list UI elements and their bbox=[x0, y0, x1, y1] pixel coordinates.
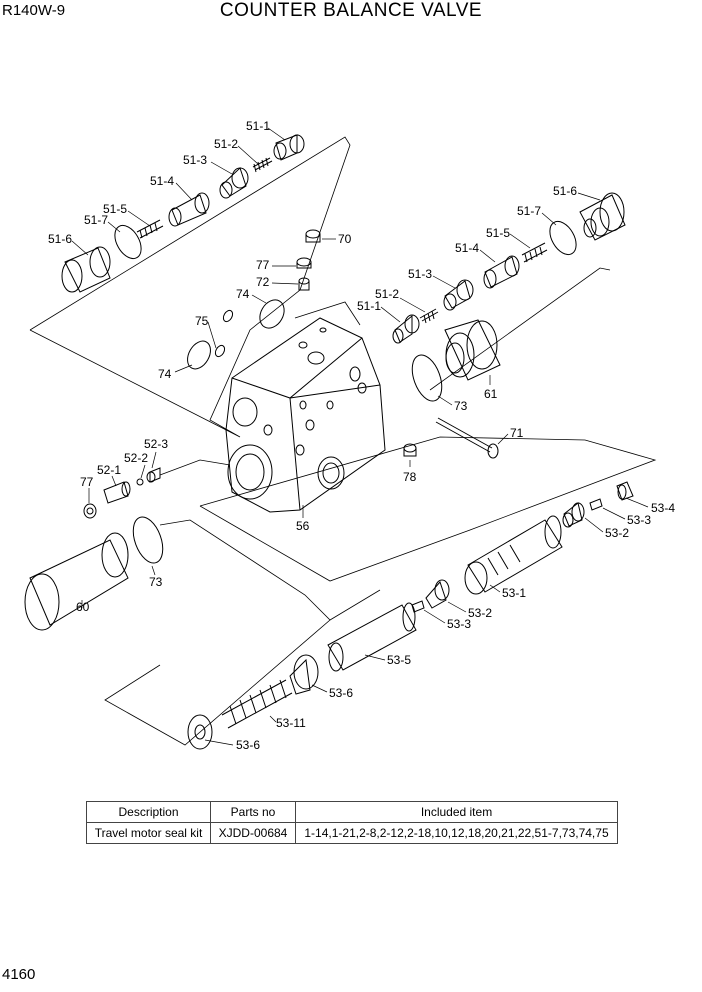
callout-53-2: 53-2 bbox=[605, 526, 629, 540]
callout-71: 71 bbox=[510, 426, 524, 440]
part-51-1-plug bbox=[273, 134, 305, 161]
part-53-11-spring bbox=[221, 679, 293, 729]
part-72-orifice bbox=[298, 277, 310, 291]
callout-51-3-right: 51-3 bbox=[408, 267, 432, 281]
callout-53-6-lower: 53-6 bbox=[236, 738, 260, 752]
part-73-oring-right bbox=[411, 354, 443, 402]
seal-kit-table: Description Parts no Included item Trave… bbox=[86, 801, 618, 844]
part-74-oring-large bbox=[259, 299, 285, 329]
part-53-6-spring-seat bbox=[289, 654, 319, 695]
part-53-2-stopper bbox=[562, 502, 585, 528]
callout-77-left: 77 bbox=[80, 475, 94, 489]
callout-52-3: 52-3 bbox=[144, 437, 168, 451]
callout-51-5-right: 51-5 bbox=[486, 226, 510, 240]
part-51-7-oring bbox=[114, 224, 142, 260]
callout-51-6: 51-6 bbox=[48, 232, 72, 246]
callout-51-5: 51-5 bbox=[103, 202, 127, 216]
part-74-oring-left bbox=[187, 340, 211, 370]
callout-53-4: 53-4 bbox=[651, 501, 675, 515]
part-52-1-seat bbox=[103, 481, 131, 504]
part-78-plug bbox=[403, 443, 417, 457]
callout-51-2-right: 51-2 bbox=[375, 287, 399, 301]
callout-61: 61 bbox=[484, 387, 498, 401]
callout-53-6: 53-6 bbox=[329, 686, 353, 700]
part-51-2-spring bbox=[252, 157, 273, 173]
part-51-6-cap-right bbox=[579, 192, 626, 241]
callout-56: 56 bbox=[296, 519, 310, 533]
callout-60: 60 bbox=[76, 600, 90, 614]
cell-parts-no: XJDD-00684 bbox=[210, 822, 296, 844]
part-51-2-spring-right bbox=[419, 308, 439, 324]
part-53-6-spring-seat-lower bbox=[187, 714, 213, 750]
callout-72: 72 bbox=[256, 275, 270, 289]
callout-78: 78 bbox=[403, 470, 417, 484]
callout-53-11: 53-11 bbox=[276, 716, 306, 730]
cell-description: Travel motor seal kit bbox=[86, 822, 211, 844]
table-row: Travel motor seal kit XJDD-00684 1-14,1-… bbox=[86, 822, 618, 844]
part-53-1-spool bbox=[464, 515, 563, 595]
callout-51-2: 51-2 bbox=[214, 137, 238, 151]
part-53-4-plug bbox=[616, 481, 634, 501]
callout-53-5: 53-5 bbox=[387, 653, 411, 667]
header-description: Description bbox=[86, 801, 211, 823]
callout-51-3: 51-3 bbox=[183, 153, 207, 167]
part-51-1-plug-right bbox=[392, 314, 420, 344]
part-61-cap bbox=[444, 319, 501, 381]
callout-51-7: 51-7 bbox=[84, 213, 108, 227]
page-number: 4160 bbox=[2, 966, 36, 983]
part-52-2-ball bbox=[136, 478, 144, 486]
callout-51-4-right: 51-4 bbox=[455, 241, 479, 255]
callout-77: 77 bbox=[256, 258, 270, 272]
part-73-oring-left bbox=[132, 516, 164, 564]
part-51-5-spring bbox=[136, 219, 164, 239]
part-53-3-pin bbox=[589, 498, 603, 511]
model-number: R140W-9 bbox=[2, 2, 66, 19]
part-53-3-pin-lower bbox=[411, 600, 425, 613]
part-51-5-spring-right bbox=[521, 242, 548, 263]
callout-74-left: 74 bbox=[158, 367, 172, 381]
part-53-5-sleeve bbox=[327, 602, 417, 672]
callout-52-1: 52-1 bbox=[97, 463, 121, 477]
callout-73: 73 bbox=[454, 399, 468, 413]
part-56-valve-body bbox=[225, 317, 386, 513]
callout-51-1-right: 51-1 bbox=[357, 299, 381, 313]
callout-51-6-right: 51-6 bbox=[553, 184, 577, 198]
callout-74: 74 bbox=[236, 287, 250, 301]
part-51-3-seat bbox=[219, 167, 249, 199]
part-70-plug bbox=[305, 229, 321, 243]
part-77-plug-top bbox=[296, 257, 312, 269]
callout-70: 70 bbox=[338, 232, 352, 246]
part-52-3-plug bbox=[146, 467, 161, 483]
cell-included-item: 1-14,1-21,2-8,2-12,2-18,10,12,18,20,21,2… bbox=[295, 822, 618, 844]
callout-75: 75 bbox=[195, 314, 209, 328]
callout-51-4: 51-4 bbox=[150, 174, 174, 188]
callout-73-left: 73 bbox=[149, 575, 163, 589]
callout-51-1: 51-1 bbox=[246, 119, 270, 133]
header-included-item: Included item bbox=[295, 801, 618, 823]
part-77-plug-left bbox=[83, 503, 97, 519]
part-51-4-poppet bbox=[168, 192, 210, 227]
callout-53-3-lower: 53-3 bbox=[447, 617, 471, 631]
callout-51-7-right: 51-7 bbox=[517, 204, 541, 218]
callout-53-3: 53-3 bbox=[627, 513, 651, 527]
table-header-row: Description Parts no Included item bbox=[86, 801, 618, 823]
part-51-7-oring-right bbox=[549, 220, 577, 256]
exploded-parts-diagram: 51-1 51-2 51-3 51-4 51-5 51-7 51-6 51-6 … bbox=[24, 119, 675, 752]
part-51-3-seat-right bbox=[443, 279, 474, 311]
callout-53-1: 53-1 bbox=[502, 586, 526, 600]
callout-53-2-lower: 53-2 bbox=[468, 606, 492, 620]
callout-52-2: 52-2 bbox=[124, 451, 148, 465]
part-71-bolt bbox=[435, 417, 499, 459]
frame-lines bbox=[29, 136, 657, 746]
part-75-oring-small bbox=[214, 309, 234, 358]
part-53-2-stopper-lower bbox=[425, 579, 450, 609]
header-parts-no: Parts no bbox=[210, 801, 296, 823]
leader-lines bbox=[71, 127, 649, 746]
page-title: COUNTER BALANCE VALVE bbox=[219, 0, 483, 21]
callout-labels: 51-1 51-2 51-3 51-4 51-5 51-7 51-6 51-6 … bbox=[48, 119, 675, 752]
part-51-4-poppet-right bbox=[483, 255, 520, 289]
part-51-6-cap bbox=[61, 246, 111, 293]
part-60-cap bbox=[24, 532, 129, 631]
